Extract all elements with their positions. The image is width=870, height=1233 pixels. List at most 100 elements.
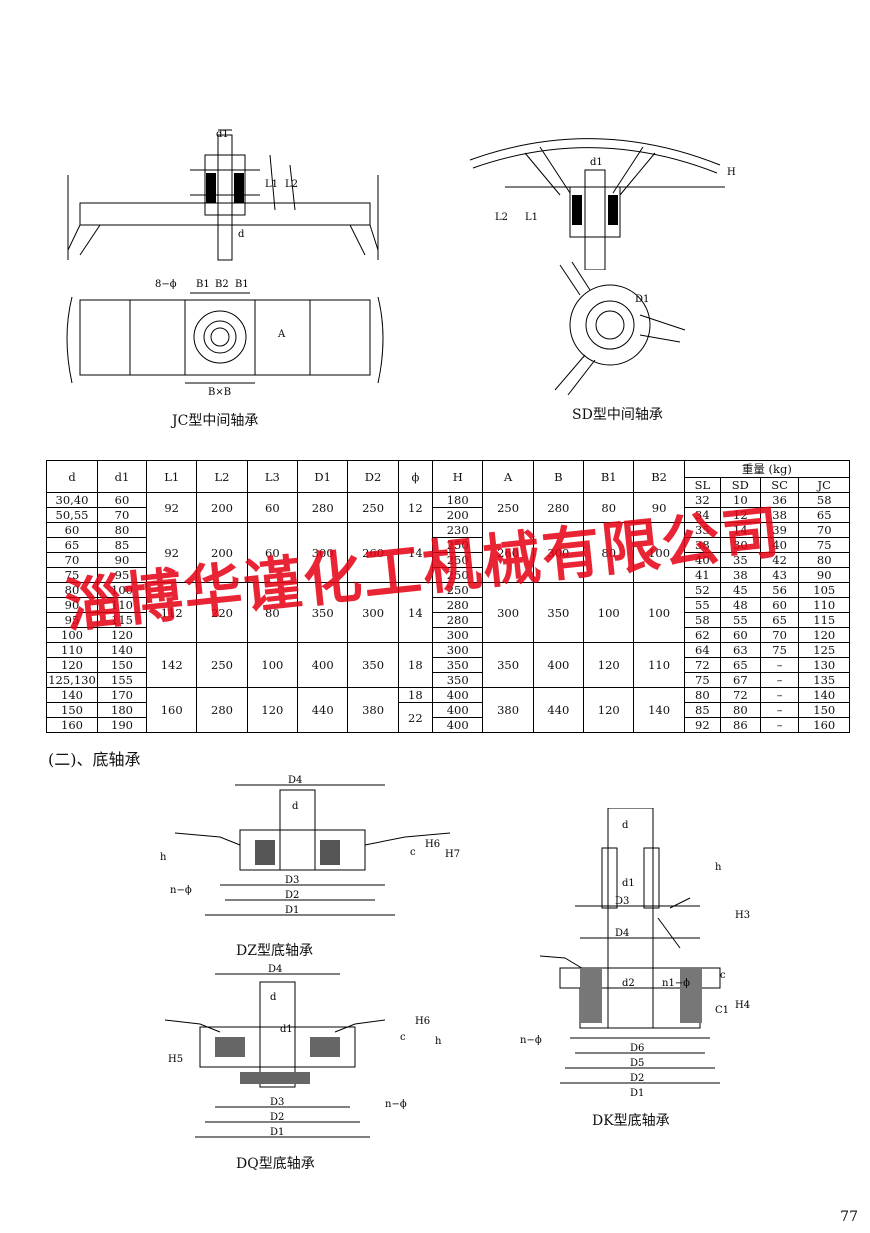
dz-nphi-label: n−ϕ	[170, 885, 192, 896]
cell-l3: 60	[246, 492, 299, 523]
cell-h: 280	[432, 612, 484, 628]
cell-h: 350	[432, 657, 484, 673]
dz-d3-label: D3	[285, 875, 299, 886]
cell-weight-sl: 41	[683, 567, 721, 583]
th-D2: D2	[347, 460, 399, 493]
cell-a: 260	[482, 522, 534, 583]
th-l1: L1	[145, 460, 198, 493]
sd-l1-label: L1	[525, 212, 538, 223]
sd-caption: SD型中间轴承	[572, 407, 663, 423]
cell-weight-sd: 63	[719, 642, 761, 658]
cell-b: 440	[532, 687, 585, 733]
dq-d-label: d	[270, 992, 277, 1003]
cell-a: 380	[482, 687, 534, 733]
cell-d1: 70	[97, 507, 147, 523]
cell-d1: 155	[97, 672, 147, 688]
cell-phi: 14	[397, 522, 434, 583]
dq-d4-label: D4	[268, 964, 282, 975]
sd-front-drawing: d1 L2 L1 H	[469, 138, 736, 270]
cell-weight-sl: 62	[683, 627, 721, 643]
cell-weight-sl: 58	[683, 612, 721, 628]
cell-weight-jc: 160	[798, 717, 850, 733]
cell-weight-sl: 34	[683, 507, 721, 523]
jc-b1b-label: B1	[235, 279, 249, 290]
cell-weight-jc: 115	[798, 612, 850, 628]
cell-d: 30,40	[46, 492, 98, 508]
cell-weight-sc: 43	[759, 567, 800, 583]
th-b: B	[532, 460, 585, 493]
dk-c1-label: C1	[715, 1005, 729, 1016]
th-d1: d1	[97, 460, 147, 493]
dq-c-label: c	[400, 1032, 406, 1043]
cell-weight-jc: 110	[798, 597, 850, 613]
th-D1: D1	[297, 460, 349, 493]
cell-weight-sc: 60	[759, 597, 800, 613]
cell-l2: 200	[196, 522, 248, 583]
cell-b2: 90	[633, 492, 685, 523]
dz-h-label: h	[160, 852, 167, 863]
cell-d: 60	[46, 522, 98, 538]
dq-d2-label: D2	[270, 1112, 284, 1123]
jc-caption: JC型中间轴承	[172, 413, 259, 429]
cell-weight-sc: 36	[759, 492, 800, 508]
cell-weight-jc: 140	[798, 687, 850, 703]
cell-weight-sd: 55	[719, 612, 761, 628]
dq-h5-label: H5	[168, 1054, 183, 1065]
dz-h6-label: H6	[425, 839, 440, 850]
cell-weight-jc: 130	[798, 657, 850, 673]
dk-d5-label: D5	[630, 1058, 644, 1069]
dk-d6-label: D6	[630, 1043, 644, 1054]
dk-c-label: c	[720, 970, 726, 981]
sd-l2-label: L2	[495, 212, 508, 223]
dk-n1phi-label: n1−ϕ	[662, 978, 690, 989]
cell-b1: 80	[583, 492, 635, 523]
dq-d1s-label: d1	[280, 1024, 293, 1035]
cell-weight-sl: 75	[683, 672, 721, 688]
cell-d1: 120	[97, 627, 147, 643]
cell-d2: 350	[347, 642, 399, 688]
cell-l1: 92	[145, 492, 198, 523]
sd-d1b-label: D1	[635, 294, 649, 305]
cell-l1: 160	[145, 687, 198, 733]
cell-b: 400	[532, 642, 585, 688]
cell-l2: 220	[196, 582, 248, 643]
cell-d: 120	[46, 657, 98, 673]
cell-b1: 120	[583, 687, 635, 733]
th-b2: B2	[633, 460, 685, 493]
cell-d2: 250	[347, 492, 399, 523]
cell-weight-sd: 14	[719, 522, 761, 538]
jc-bxb-label: B×B	[208, 387, 231, 398]
cell-d1: 85	[97, 537, 147, 553]
cell-l2: 280	[196, 687, 248, 733]
cell-weight-sc: 42	[759, 552, 800, 568]
cell-d: 110	[46, 642, 98, 658]
cell-l1: 142	[145, 642, 198, 688]
dk-h4-label: H4	[735, 1000, 750, 1011]
dk-h-label: h	[715, 862, 722, 873]
cell-weight-sc: 70	[759, 627, 800, 643]
cell-weight-jc: 120	[798, 627, 850, 643]
th-b1: B1	[583, 460, 635, 493]
cell-weight-sc: –	[759, 702, 800, 718]
cell-b2: 140	[633, 687, 685, 733]
th-a: A	[482, 460, 534, 493]
jc-front-drawing: d1 L1 L2 d	[67, 129, 379, 261]
cell-h: 180	[432, 492, 484, 508]
cell-d: 65	[46, 537, 98, 553]
jc-8phi-label: 8−ϕ	[155, 279, 177, 290]
cell-d: 50,55	[46, 507, 98, 523]
th-l3: L3	[246, 460, 299, 493]
cell-l3: 100	[246, 642, 299, 688]
cell-d1: 60	[97, 492, 147, 508]
cell-weight-sl: 55	[683, 597, 721, 613]
cell-weight-sd: 48	[719, 597, 761, 613]
cell-l1: 92	[145, 522, 198, 583]
cell-weight-sl: 80	[683, 687, 721, 703]
